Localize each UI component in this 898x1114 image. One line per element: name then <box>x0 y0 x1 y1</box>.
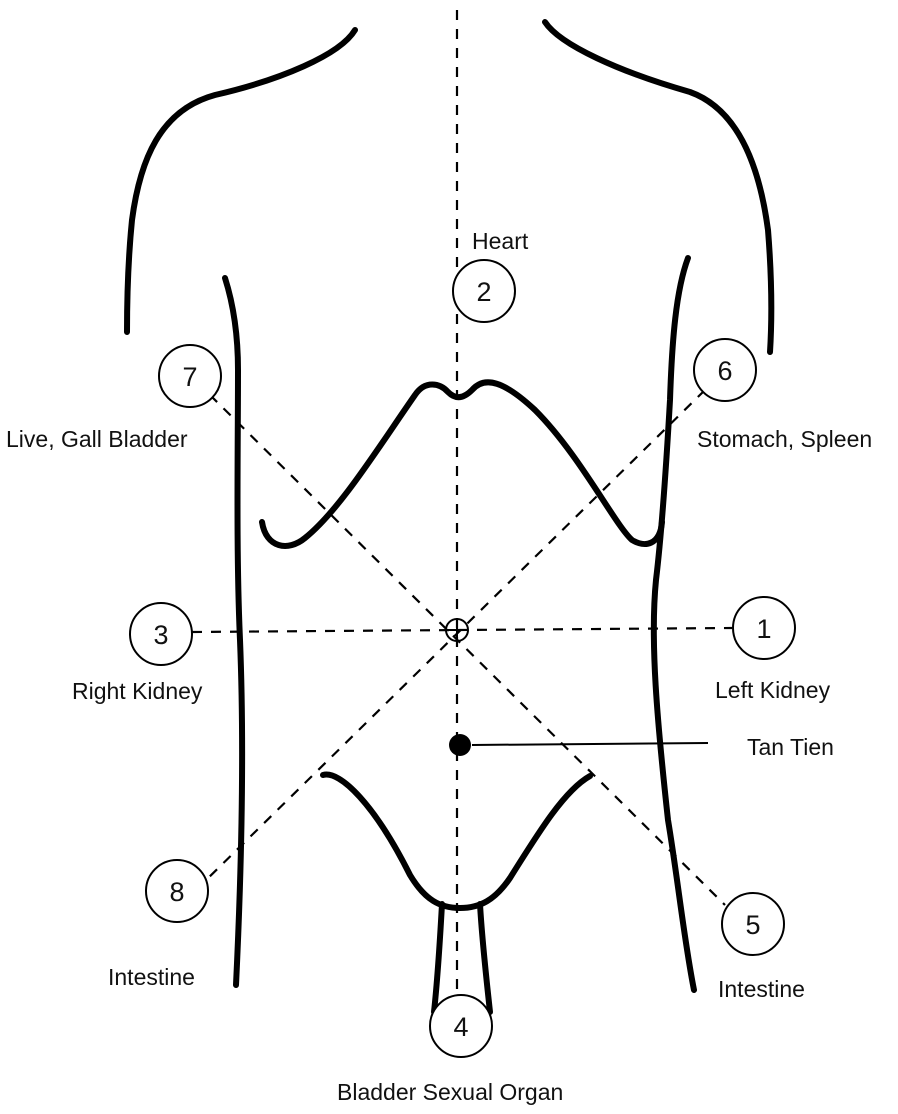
point-7-number: 7 <box>182 362 197 392</box>
tan-tien-dot-icon <box>449 734 471 756</box>
point-4-number: 4 <box>453 1012 468 1042</box>
right-leg-line <box>480 904 490 1012</box>
torso-outline <box>127 22 771 1012</box>
point-4: 4 <box>430 995 492 1057</box>
point-6: 6 <box>694 339 756 401</box>
point-1-number: 1 <box>756 614 771 644</box>
right-side-line <box>654 258 694 990</box>
label-heart: Heart <box>472 228 529 254</box>
left-shoulder-line <box>127 30 355 332</box>
point-6-number: 6 <box>717 356 732 386</box>
point-5-number: 5 <box>745 910 760 940</box>
label-left-kidney: Left Kidney <box>715 677 831 703</box>
right-shoulder-line <box>545 22 771 352</box>
label-bladder-sexual-organ: Bladder Sexual Organ <box>337 1079 563 1105</box>
direction-lines <box>192 10 732 1035</box>
left-leg-line <box>434 904 442 1012</box>
tan-tien-pointer-line <box>472 743 708 745</box>
point-8: 8 <box>146 860 208 922</box>
label-tan-tien: Tan Tien <box>747 734 834 760</box>
point-8-number: 8 <box>169 877 184 907</box>
label-intestine-left: Intestine <box>108 964 195 990</box>
label-liver-gall-bladder: Live, Gall Bladder <box>6 426 188 452</box>
point-2: 2 <box>453 260 515 322</box>
point-3-number: 3 <box>153 620 168 650</box>
diagonal-7-5-dash-line <box>210 395 725 905</box>
ribcage-line <box>262 382 662 546</box>
center-circle-cross-icon <box>446 619 468 641</box>
label-intestine-right: Intestine <box>718 976 805 1002</box>
point-3: 3 <box>130 603 192 665</box>
point-2-number: 2 <box>476 277 491 307</box>
point-1: 1 <box>733 597 795 659</box>
label-right-kidney: Right Kidney <box>72 678 203 704</box>
point-5: 5 <box>722 893 784 955</box>
label-stomach-spleen: Stomach, Spleen <box>697 426 872 452</box>
point-7: 7 <box>159 345 221 407</box>
